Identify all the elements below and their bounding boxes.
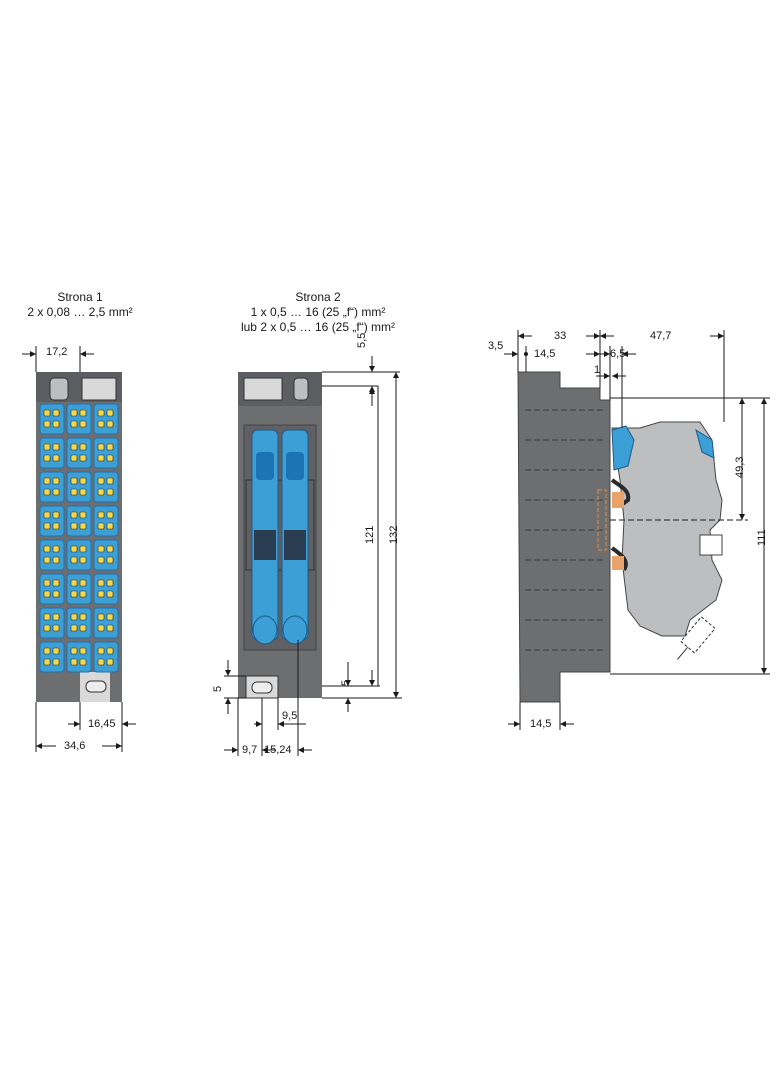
dim-1: 1 (594, 364, 601, 376)
dim-121: 121 (364, 525, 376, 544)
dim-132: 132 (388, 525, 400, 544)
side1-terminal (39, 607, 65, 639)
side1-terminal (66, 403, 92, 435)
side2-spec1: 1 x 0,5 … 16 (25 „f“) mm² (250, 305, 386, 319)
dim-15-24: 15,24 (264, 744, 292, 756)
side1-terminal (93, 471, 119, 503)
side1-terminal-grid (39, 403, 119, 673)
side1-foot-hole (85, 680, 107, 693)
dim-9-5: 9,5 (282, 710, 298, 722)
profile-blue-clip-right (695, 428, 715, 459)
profile-screwdriver-slot (676, 616, 716, 660)
dim-111: 111 (756, 529, 768, 546)
side1-terminal (93, 505, 119, 537)
dim-33: 33 (554, 330, 567, 342)
profile-contact-lower (612, 556, 624, 570)
side1-terminal (93, 573, 119, 605)
profile-contact-upper (612, 492, 624, 508)
side2-top-slot (293, 377, 309, 401)
side1-terminal (39, 505, 65, 537)
side1-top-contacts (81, 377, 117, 401)
side1-terminal (39, 403, 65, 435)
dimension-lines (22, 330, 770, 756)
dim-14-5-top: 14,5 (534, 348, 556, 360)
side2-top-contacts (243, 377, 283, 401)
view-side1 (36, 372, 122, 702)
side2-clamp-window (245, 479, 315, 571)
dim-47-7: 47,7 (650, 330, 672, 342)
side1-title: Strona 1 (57, 290, 103, 304)
side2-spec2: lub 2 x 0,5 … 16 (25 „f“) mm² (240, 320, 396, 334)
profile-hidden-lines (525, 409, 605, 651)
view-side2 (238, 372, 322, 699)
side1-terminal (66, 607, 92, 639)
profile-rail-notch (699, 534, 723, 556)
dim-5-left: 5 (212, 685, 224, 692)
side1-terminal (66, 471, 92, 503)
side1-terminal (93, 607, 119, 639)
side1-terminal (93, 539, 119, 571)
side1-top-slot (49, 377, 69, 401)
side1-terminal (66, 641, 92, 673)
side2-title: Strona 2 (295, 290, 341, 304)
dim-5-5: 5,5 (356, 332, 368, 348)
dim-17-2: 17,2 (46, 346, 68, 358)
side1-terminal (66, 539, 92, 571)
side1-terminal (66, 437, 92, 469)
dim-3-5: 3,5 (488, 340, 504, 352)
dim-14-5-bottom: 14,5 (530, 718, 552, 730)
side1-terminal (66, 573, 92, 605)
dim-16-45: 16,45 (88, 718, 116, 730)
side1-terminal (39, 641, 65, 673)
dim-9-7: 9,7 (242, 744, 258, 756)
side1-terminal (93, 437, 119, 469)
side1-terminal (39, 539, 65, 571)
view-profile (517, 371, 723, 703)
profile-housing (517, 371, 611, 703)
side1-terminal (93, 403, 119, 435)
dim-49-3: 49,3 (734, 456, 746, 478)
side1-terminal (66, 505, 92, 537)
dim-6-5: 6,5 (610, 348, 626, 360)
profile-rail-hidden (597, 489, 607, 551)
side1-spec: 2 x 0,08 … 2,5 mm² (27, 305, 133, 319)
side2-terminal-left (251, 429, 279, 645)
side2-foot-hole (251, 681, 273, 694)
side1-terminal (93, 641, 119, 673)
profile-terminal-body (611, 421, 723, 637)
side1-terminal (39, 437, 65, 469)
side2-terminal-right (281, 429, 309, 645)
side1-terminal (39, 573, 65, 605)
dim-5-right: 5 (340, 679, 352, 686)
profile-wire-upper (610, 478, 631, 508)
dim-34-6: 34,6 (64, 740, 86, 752)
profile-blue-clip (611, 425, 635, 471)
side1-terminal (39, 471, 65, 503)
